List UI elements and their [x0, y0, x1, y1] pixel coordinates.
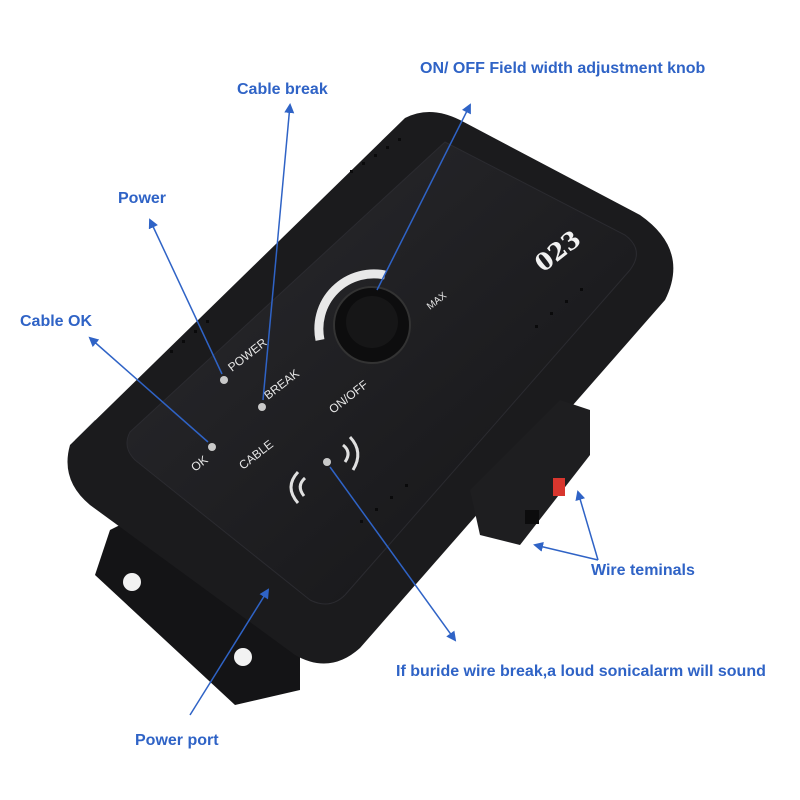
- callout-power: Power: [118, 190, 167, 207]
- led-ok: [208, 443, 216, 451]
- indicator-leds: [208, 376, 331, 466]
- terminal-red: [553, 478, 565, 496]
- control-panel: [126, 141, 637, 605]
- arrow-power-port: [189, 588, 270, 716]
- led-break: [258, 403, 266, 411]
- callout-knob: ON/ OFF Field width adjustment knob: [420, 60, 706, 77]
- arrow-terminal-upper: [575, 490, 599, 561]
- callout-arrows: [88, 103, 599, 716]
- callout-wire-terminals: Wire teminals: [591, 562, 695, 579]
- led-alarm: [323, 458, 331, 466]
- callout-alarm: If buride wire break,a loud sonicalarm w…: [396, 663, 766, 680]
- arrow-power: [148, 218, 223, 375]
- wire-terminal-block: [470, 400, 590, 545]
- dial: [314, 269, 411, 364]
- callout-power-port: Power port: [135, 732, 219, 749]
- arrow-cable-ok: [88, 336, 209, 443]
- arrow-cable-break: [262, 103, 295, 401]
- bracket-screw-hole: [123, 573, 141, 591]
- arrow-knob: [376, 103, 471, 291]
- led-power: [220, 376, 228, 384]
- sound-wave-icon: [289, 435, 360, 504]
- bracket-screw-hole: [234, 648, 252, 666]
- terminal-slot: [525, 510, 539, 524]
- callout-cable-ok: Cable OK: [20, 313, 93, 330]
- dial-scale-arc: [314, 269, 386, 341]
- callout-cable-break: Cable break: [237, 81, 328, 98]
- device-body: [67, 111, 674, 664]
- arrow-alarm: [329, 466, 457, 642]
- vent-slots: [170, 138, 583, 523]
- arrow-terminal-lower: [533, 541, 599, 561]
